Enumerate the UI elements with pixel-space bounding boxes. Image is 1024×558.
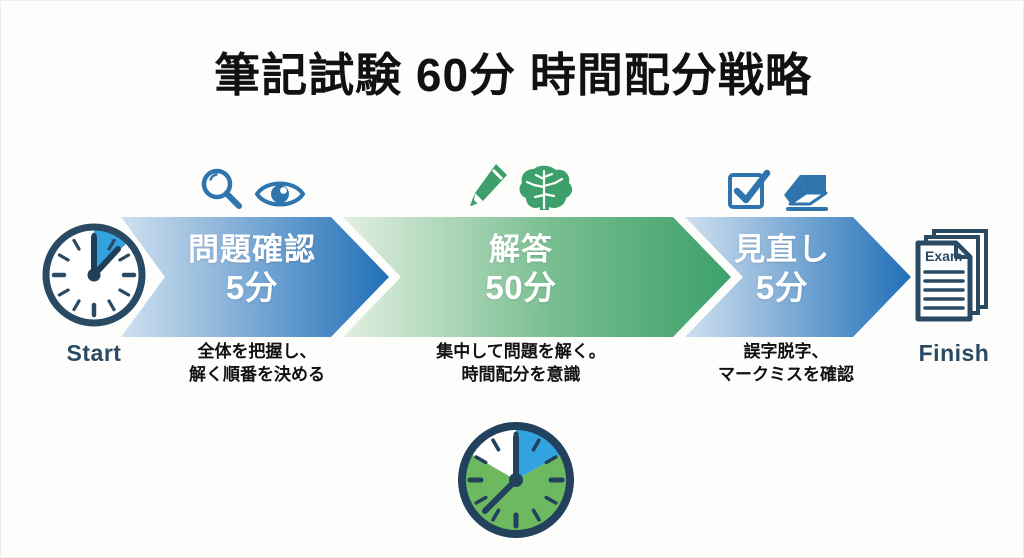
start-endcap: Start — [29, 219, 159, 367]
stage-arrow-review — [685, 217, 911, 337]
stage-icons-check — [187, 153, 317, 213]
stage-caption-answer: 集中して問題を解く。 時間配分を意識 — [401, 341, 641, 386]
brain-icon — [519, 165, 573, 210]
stage-arrow-answer — [343, 217, 731, 337]
stage-icons-review — [717, 153, 841, 213]
stage-caption-review: 誤字脱字、 マークミスを確認 — [691, 341, 881, 386]
eraser-icon — [784, 175, 828, 211]
stage-caption-check: 全体を把握し、 解く順番を決める — [157, 341, 357, 386]
stage-arrow-check — [121, 217, 389, 337]
eye-icon — [254, 181, 306, 207]
exam-papers-icon: Exam — [915, 229, 988, 322]
pie-clock-icon — [458, 422, 574, 538]
caption-line: 全体を把握し、 — [197, 342, 317, 361]
caption-line: マークミスを確認 — [718, 364, 854, 384]
pencil-icon — [470, 164, 507, 206]
magnifier-icon — [201, 168, 242, 209]
caption-line: 時間配分を意識 — [461, 364, 581, 384]
finish-label: Finish — [918, 340, 990, 366]
finish-endcap: Exam Finish — [889, 219, 1019, 367]
exam-paper-label: Exam — [925, 248, 962, 264]
start-label: Start — [66, 340, 122, 366]
checkbox-checked-icon — [728, 169, 771, 209]
arrow-flow-band — [121, 217, 911, 337]
page-title: 筆記試験 60分 時間配分戦略 — [214, 49, 812, 101]
caption-line: 集中して問題を解く。 — [436, 342, 606, 361]
caption-line: 解く順番を決める — [189, 364, 325, 384]
caption-line: 誤字脱字、 — [743, 342, 829, 361]
clock-icon — [42, 223, 146, 327]
stage-icons-answer — [456, 149, 584, 213]
